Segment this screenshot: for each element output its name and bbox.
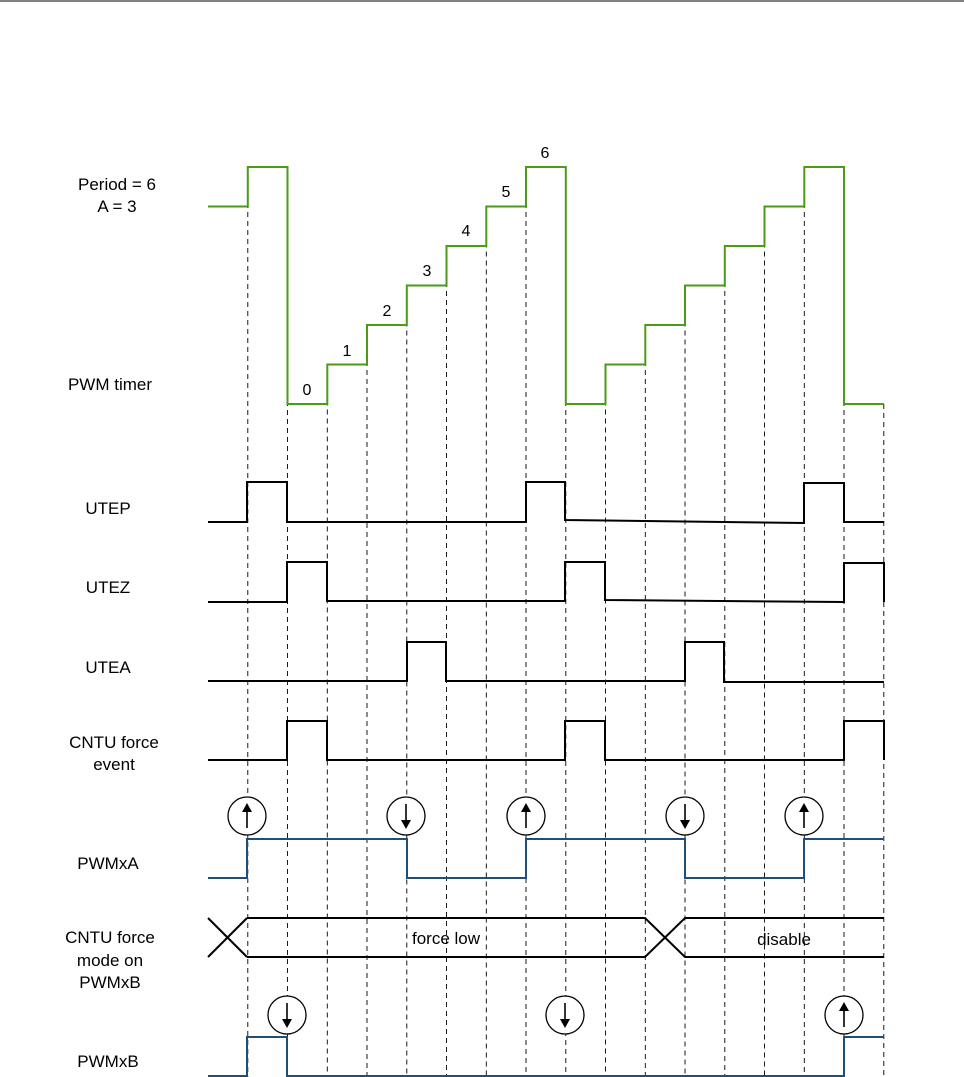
arrow-down-icon (545, 995, 585, 1035)
timer-value-6: 6 (541, 145, 550, 162)
utep-label: UTEP (85, 499, 130, 518)
mode-force-low: force low (412, 929, 481, 948)
pwm-timer-label: PWM timer (68, 375, 152, 394)
mode-label-3: PWMxB (79, 973, 140, 992)
timer-value-0: 0 (303, 382, 312, 399)
utep-waveform (208, 481, 884, 525)
timer-value-5: 5 (502, 184, 511, 201)
utea-waveform (208, 641, 884, 683)
mode-label-2: mode on (77, 951, 143, 970)
cntu-event-label-2: event (93, 755, 135, 774)
pwmxa-label: PWMxA (77, 854, 139, 873)
bus-cross-b (207, 917, 248, 958)
arrow-up-icon (824, 995, 864, 1035)
utez-label: UTEZ (86, 578, 130, 597)
pwm-timer-waveform (208, 166, 884, 405)
pwmxb-label: PWMxB (77, 1052, 138, 1071)
utez-waveform (208, 561, 885, 604)
cntu-event-label-1: CNTU force (69, 733, 159, 752)
pwmxb-waveform (208, 1036, 884, 1077)
timer-value-3: 3 (423, 263, 432, 280)
cntu-force-event-waveform (208, 720, 885, 761)
timer-value-1: 1 (343, 343, 352, 360)
arrow-down-icon (665, 796, 705, 836)
mode-disable: disable (757, 930, 811, 949)
bus-upper-edge (247, 917, 884, 958)
timer-value-2: 2 (383, 303, 392, 320)
mode-label-1: CNTU force (65, 928, 155, 947)
compare-a-label: A = 3 (97, 197, 136, 216)
utea-label: UTEA (85, 658, 131, 677)
arrow-up-icon (784, 796, 824, 836)
pwmxa-waveform (208, 838, 884, 879)
time-guides (247, 167, 885, 1077)
arrow-down-icon (386, 796, 426, 836)
arrow-up-icon (506, 796, 546, 836)
timer-value-4: 4 (462, 223, 471, 240)
arrow-up-icon (227, 796, 267, 836)
arrow-down-icon (267, 995, 307, 1035)
cntu-force-mode-bus: force low disable (207, 917, 884, 958)
period-label: Period = 6 (78, 175, 156, 194)
